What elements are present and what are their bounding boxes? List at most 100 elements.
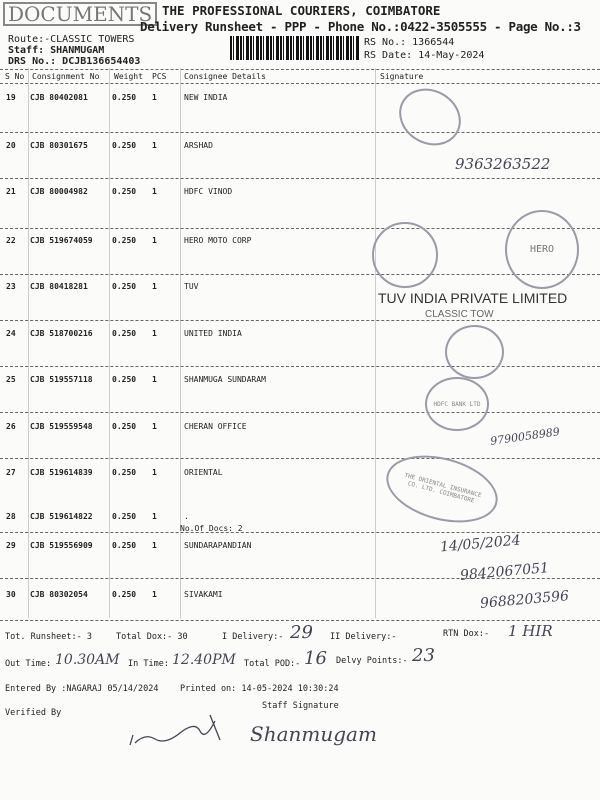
round-stamp	[372, 222, 438, 288]
row-sno: 21	[6, 187, 16, 196]
total-pod-label: Total POD:-	[244, 659, 301, 669]
col-weight: Weight	[114, 72, 143, 81]
row-sno: 29	[6, 541, 16, 550]
row-pcs: 1	[152, 375, 157, 384]
ii-delivery-label: II Delivery:-	[330, 632, 397, 642]
row-consignee: ARSHAD	[184, 141, 213, 150]
row-sno: 30	[6, 590, 16, 599]
total-runsheet: Tot. Runsheet:- 3	[5, 632, 92, 642]
i-delivery-label: I Delivery:-	[222, 632, 284, 642]
row-pcs: 1	[152, 329, 157, 338]
row-weight: 0.250	[112, 468, 137, 477]
row-pcs: 1	[152, 541, 157, 550]
oriental-stamp-text: THE ORIENTAL INSURANCE CO. LTD. COIMBATO…	[403, 471, 483, 505]
row-divider	[0, 412, 600, 413]
row-sno: 28	[6, 512, 16, 521]
rtn-dox-label: RTN Dox:-	[443, 629, 490, 639]
row-pcs: 1	[152, 512, 157, 521]
col-pcs: PCS	[152, 72, 167, 81]
in-time-value: 12.40PM	[172, 652, 236, 668]
row-consignment-no: CJB 80418281	[30, 282, 88, 291]
company-name: THE PROFESSIONAL COURIERS, COIMBATORE	[162, 3, 441, 18]
runsheet-title: Delivery Runsheet - PPP - Phone No.:0422…	[140, 19, 581, 34]
hero-stamp: HERO	[505, 210, 579, 289]
row-consignee: HDFC VINOD	[184, 187, 233, 196]
rs-date: RS Date: 14-May-2024	[364, 50, 485, 61]
col-consignee: Consignee Details	[184, 72, 266, 81]
tuv-stamp-address: CLASSIC TOW	[425, 309, 494, 320]
row-consignment-no: CJB 80004982	[30, 187, 88, 196]
row-consignee: .	[184, 512, 189, 521]
row-pcs: 1	[152, 93, 157, 102]
row-sno: 23	[6, 282, 16, 291]
row-divider	[0, 458, 600, 459]
delvy-points-value: 23	[412, 645, 435, 666]
handwritten-phone-4: 9688203596	[479, 588, 570, 612]
staff-signature-hand: Shanmugam	[250, 722, 377, 746]
row-divider	[0, 532, 600, 533]
row-consignment-no: CJB 519556909	[30, 541, 93, 550]
row-divider	[0, 274, 600, 275]
documents-stamp: DOCUMENTS	[3, 2, 158, 26]
rtn-dox-value: 1 HIR	[508, 622, 553, 640]
row-pcs: 1	[152, 422, 157, 431]
in-time-label: In Time:	[128, 659, 169, 669]
row-consignee: SIVAKAMI	[184, 590, 223, 599]
drs-number: DRS No.: DCJB136654403	[8, 56, 141, 67]
row-consignment-no: CJB 519557118	[30, 375, 93, 384]
staff: Staff: SHANMUGAM	[8, 45, 105, 56]
row-consignment-no: CJB 518700216	[30, 329, 93, 338]
row-consignee: NEW INDIA	[184, 93, 228, 102]
united-india-stamp	[445, 325, 504, 379]
row-weight: 0.250	[112, 512, 137, 521]
row-divider	[0, 228, 600, 229]
row-note: No.Of Docs: 2	[180, 524, 243, 533]
staff-signature-label: Staff Signature	[262, 701, 339, 711]
row-weight: 0.250	[112, 282, 137, 291]
out-time-label: Out Time:	[5, 659, 52, 669]
row-consignment-no: CJB 519614822	[30, 512, 93, 521]
row-sno: 19	[6, 93, 16, 102]
row-consignment-no: CJB 80402081	[30, 93, 88, 102]
row-consignee: TUV	[184, 282, 199, 291]
handwritten-phone-3: 9842067051	[459, 560, 550, 584]
hdfc-stamp: HDFC BANK LTD	[425, 377, 489, 431]
new-india-stamp	[388, 77, 472, 157]
row-divider	[0, 320, 600, 321]
row-sno: 20	[6, 141, 16, 150]
row-divider	[0, 178, 600, 179]
row-divider	[0, 578, 600, 579]
row-sno: 24	[6, 329, 16, 338]
row-weight: 0.250	[112, 422, 137, 431]
handwritten-phone-1: 9363263522	[455, 155, 551, 173]
delvy-points-label: Delvy Points:-	[336, 656, 408, 666]
col-consignment: Consignment No	[32, 72, 100, 81]
col-sno: S No	[5, 72, 25, 81]
row-pcs: 1	[152, 187, 157, 196]
row-pcs: 1	[152, 468, 157, 477]
row-weight: 0.250	[112, 541, 137, 550]
row-consignee: SUNDARAPANDIAN	[184, 541, 252, 550]
row-consignee: CHERAN OFFICE	[184, 422, 247, 431]
row-sno: 26	[6, 422, 16, 431]
row-sno: 25	[6, 375, 16, 384]
col-signature: Signature	[380, 72, 424, 81]
row-weight: 0.250	[112, 93, 137, 102]
row-weight: 0.250	[112, 590, 137, 599]
total-pod-value: 16	[304, 648, 327, 669]
row-consignment-no: CJB 519674059	[30, 236, 93, 245]
row-consignment-no: CJB 519614839	[30, 468, 93, 477]
rs-number: RS No.: 1366544	[364, 37, 455, 48]
route: Route:-CLASSIC TOWERS	[8, 34, 135, 45]
row-consignee: SHANMUGA SUNDARAM	[184, 375, 266, 384]
row-pcs: 1	[152, 141, 157, 150]
row-consignee: UNITED INDIA	[184, 329, 242, 338]
verifier-signature	[129, 714, 221, 746]
i-delivery-value: 29	[290, 622, 313, 643]
row-consignment-no: CJB 519559548	[30, 422, 93, 431]
row-pcs: 1	[152, 590, 157, 599]
handwritten-date: 14/05/2024	[439, 532, 522, 556]
total-dox: Total Dox:- 30	[116, 632, 188, 642]
row-divider	[0, 132, 600, 133]
row-sno: 22	[6, 236, 16, 245]
